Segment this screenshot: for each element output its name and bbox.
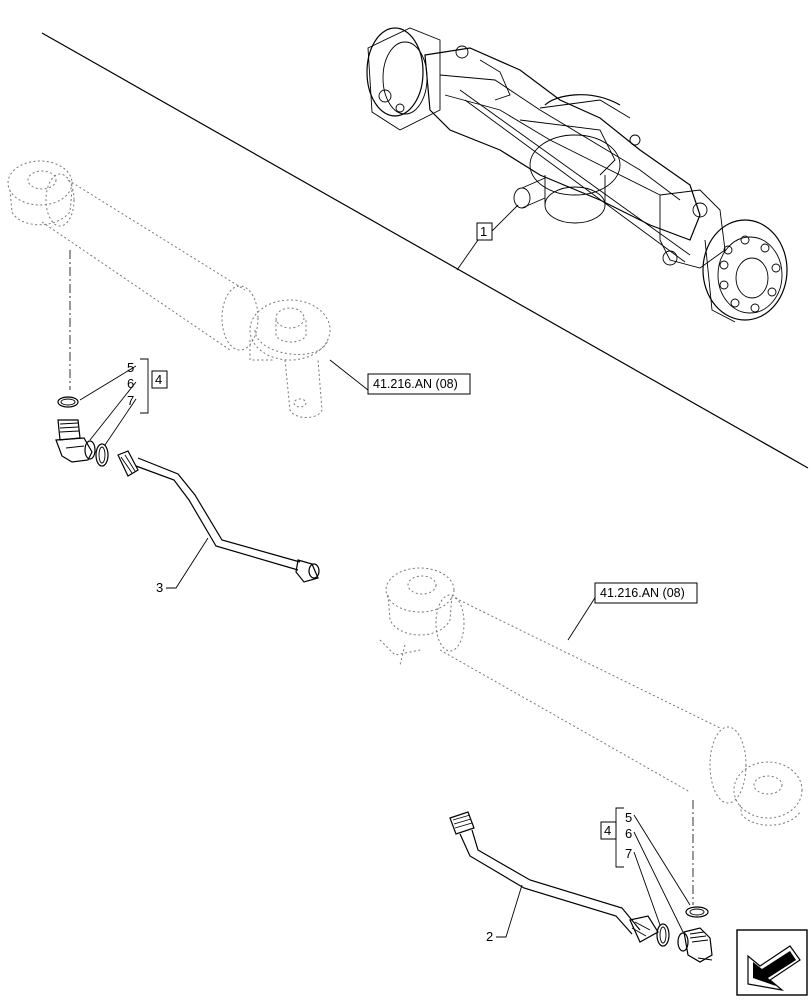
upper-steering-cylinder [7, 160, 331, 418]
callout-3: 3 [156, 580, 163, 595]
upper-reference-link[interactable]: 41.216.AN (08) [373, 377, 458, 391]
lower-o-ring-5 [685, 906, 709, 918]
upper-callout-box-4 [151, 370, 168, 389]
lower-elbow-fitting-6 [677, 927, 713, 963]
upper-callout-4: 4 [155, 372, 162, 387]
lower-o-ring-7 [656, 923, 670, 947]
upper-callout-7: 7 [127, 393, 134, 408]
upper-hydraulic-pipe-3 [117, 450, 320, 583]
lower-callout-6: 6 [625, 826, 632, 841]
right-hub [702, 219, 788, 321]
upper-o-ring-5 [57, 396, 79, 408]
callout-2: 2 [486, 929, 493, 944]
callout-1: 1 [480, 224, 487, 239]
lower-callout-5: 5 [625, 810, 632, 825]
callout-box-1 [476, 222, 493, 241]
axle-housing [424, 47, 701, 241]
front-axle-assembly [366, 27, 788, 323]
lower-steering-cylinder [379, 567, 803, 826]
back-arrow-icon[interactable] [736, 929, 808, 996]
upper-callout-6: 6 [127, 376, 134, 391]
upper-o-ring-7 [95, 443, 109, 467]
upper-elbow-fitting-6 [55, 419, 96, 463]
lower-hydraulic-pipe-2 [449, 811, 659, 943]
lower-reference-link[interactable]: 41.216.AN (08) [600, 586, 685, 600]
lower-reference-box[interactable] [594, 582, 698, 604]
section-divider-line [41, 32, 809, 469]
upper-reference-box[interactable] [367, 373, 471, 395]
left-hub [366, 27, 424, 117]
leader-lines [79, 204, 691, 938]
upper-callout-5: 5 [127, 360, 134, 375]
lower-callout-7: 7 [625, 846, 632, 861]
lower-callout-4: 4 [604, 823, 611, 838]
lower-callout-box-4 [600, 821, 617, 840]
